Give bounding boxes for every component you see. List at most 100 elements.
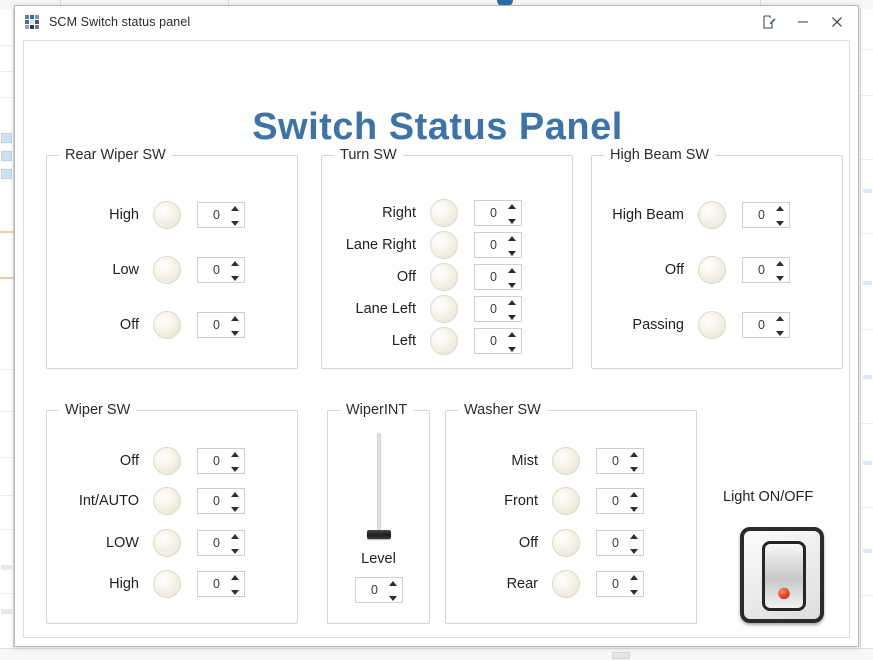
value-spinner[interactable]: 0	[197, 530, 245, 556]
background-bottom-strip	[0, 648, 873, 660]
value-spinner[interactable]: 0	[596, 571, 644, 597]
spinner-arrows[interactable]	[629, 575, 638, 595]
spinner-arrows[interactable]	[507, 204, 516, 224]
wiper-int-level-slider[interactable]	[366, 433, 392, 539]
led-indicator	[153, 487, 181, 515]
group-legend: WiperINT	[340, 402, 413, 418]
led-indicator	[430, 263, 458, 291]
slider-track[interactable]	[377, 433, 381, 539]
row-label: LOW	[61, 535, 153, 551]
spinner-arrows[interactable]	[388, 581, 397, 601]
led-indicator	[552, 487, 580, 515]
switch-row-off: Off 0	[600, 255, 822, 285]
row-label: Passing	[600, 317, 698, 333]
wiper-int-level-spinner[interactable]: 0	[355, 577, 403, 603]
switch-row-int-auto: Int/AUTO 0	[61, 486, 277, 516]
background-right-column	[860, 9, 873, 659]
row-label: Off	[71, 317, 153, 333]
led-indicator	[153, 570, 181, 598]
switch-row-lane-right: Lane Right 0	[336, 230, 552, 260]
spinner-arrows[interactable]	[507, 236, 516, 256]
spinner-arrows[interactable]	[629, 534, 638, 554]
spinner-arrows[interactable]	[507, 332, 516, 352]
value-spinner[interactable]: 0	[742, 202, 790, 228]
value-spinner[interactable]: 0	[474, 296, 522, 322]
switch-row-lane-left: Lane Left 0	[336, 294, 552, 324]
group-legend: Rear Wiper SW	[59, 147, 172, 163]
row-label: Lane Left	[336, 301, 430, 317]
value-spinner[interactable]: 0	[197, 571, 245, 597]
led-indicator	[552, 529, 580, 557]
rocker-paddle[interactable]	[762, 541, 806, 611]
row-label: Right	[336, 205, 430, 221]
spinner-arrows[interactable]	[230, 492, 239, 512]
row-label: High	[61, 576, 153, 592]
spinner-arrows[interactable]	[507, 300, 516, 320]
row-label: Front	[470, 493, 552, 509]
group-turn-sw: Turn SW Right 0 Lane Right 0 Off	[321, 155, 573, 369]
switch-row-high: High 0	[71, 200, 277, 230]
switch-row-passing: Passing 0	[600, 310, 822, 340]
light-on-off-rocker-switch[interactable]	[740, 527, 824, 623]
row-label: Rear	[470, 576, 552, 592]
spinner-arrows[interactable]	[230, 206, 239, 226]
switch-row-off: Off 0	[336, 262, 552, 292]
switch-row-left: Left 0	[336, 326, 552, 356]
spinner-arrows[interactable]	[629, 492, 638, 512]
spinner-arrows[interactable]	[775, 261, 784, 281]
window-controls	[752, 6, 854, 38]
switch-row-front: Front 0	[470, 486, 676, 516]
value-spinner[interactable]: 0	[474, 328, 522, 354]
rocker-indicator-led	[779, 588, 790, 599]
group-legend: Wiper SW	[59, 402, 136, 418]
group-legend: Washer SW	[458, 402, 547, 418]
value-spinner[interactable]: 0	[596, 448, 644, 474]
spinner-arrows[interactable]	[230, 575, 239, 595]
group-legend: Turn SW	[334, 147, 403, 163]
group-legend: High Beam SW	[604, 147, 715, 163]
led-indicator	[153, 447, 181, 475]
value-spinner[interactable]: 0	[474, 264, 522, 290]
switch-row-low: LOW 0	[61, 528, 277, 558]
led-indicator	[153, 256, 181, 284]
spinner-arrows[interactable]	[230, 316, 239, 336]
value-spinner[interactable]: 0	[474, 232, 522, 258]
led-indicator	[430, 295, 458, 323]
value-spinner[interactable]: 0	[197, 488, 245, 514]
dialog-client-area: Switch Status Panel Rear Wiper SW High 0…	[23, 40, 850, 638]
row-label: Off	[470, 535, 552, 551]
switch-row-off: Off 0	[71, 310, 277, 340]
switch-row-off: Off 0	[470, 528, 676, 558]
row-label: Off	[61, 453, 153, 469]
group-rear-wiper-sw: Rear Wiper SW High 0 Low 0 Off	[46, 155, 298, 369]
spinner-arrows[interactable]	[775, 316, 784, 336]
value-spinner[interactable]: 0	[197, 257, 245, 283]
value-spinner[interactable]: 0	[197, 202, 245, 228]
value-spinner[interactable]: 0	[596, 488, 644, 514]
value-spinner[interactable]: 0	[474, 200, 522, 226]
close-icon[interactable]	[820, 8, 854, 36]
value-spinner[interactable]: 0	[596, 530, 644, 556]
spinner-arrows[interactable]	[230, 261, 239, 281]
value-spinner[interactable]: 0	[742, 257, 790, 283]
restore-pen-icon[interactable]	[752, 8, 786, 36]
value-spinner[interactable]: 0	[197, 312, 245, 338]
value-spinner[interactable]: 0	[742, 312, 790, 338]
spinner-arrows[interactable]	[230, 534, 239, 554]
group-wiper-sw: Wiper SW Off 0 Int/AUTO 0 LOW	[46, 410, 298, 624]
row-label: High	[71, 207, 153, 223]
led-indicator	[698, 256, 726, 284]
spinner-arrows[interactable]	[507, 268, 516, 288]
minimize-icon[interactable]	[786, 8, 820, 36]
value-spinner[interactable]: 0	[197, 448, 245, 474]
led-indicator	[552, 570, 580, 598]
spinner-arrows[interactable]	[629, 452, 638, 472]
led-indicator	[153, 311, 181, 339]
switch-row-off: Off 0	[61, 446, 277, 476]
row-label: Off	[336, 269, 430, 285]
slider-caption: Level	[328, 551, 429, 567]
slider-thumb[interactable]	[367, 530, 391, 539]
led-indicator	[698, 311, 726, 339]
spinner-arrows[interactable]	[775, 206, 784, 226]
spinner-arrows[interactable]	[230, 452, 239, 472]
